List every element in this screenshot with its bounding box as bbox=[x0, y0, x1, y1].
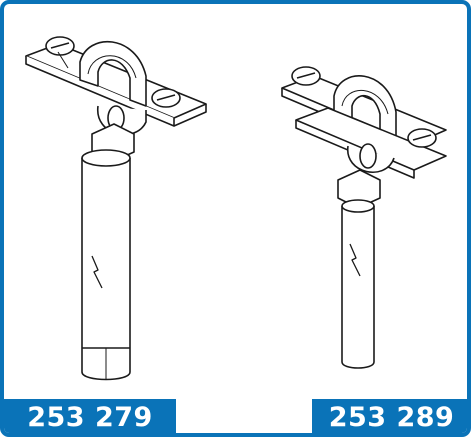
article-number-label: 253 289 bbox=[312, 399, 467, 433]
article-number-label: 253 279 bbox=[4, 399, 176, 433]
pipe-clamp-with-long-rod-icon bbox=[25, 36, 207, 381]
pipe-clamp-with-short-rod-icon bbox=[281, 66, 447, 369]
